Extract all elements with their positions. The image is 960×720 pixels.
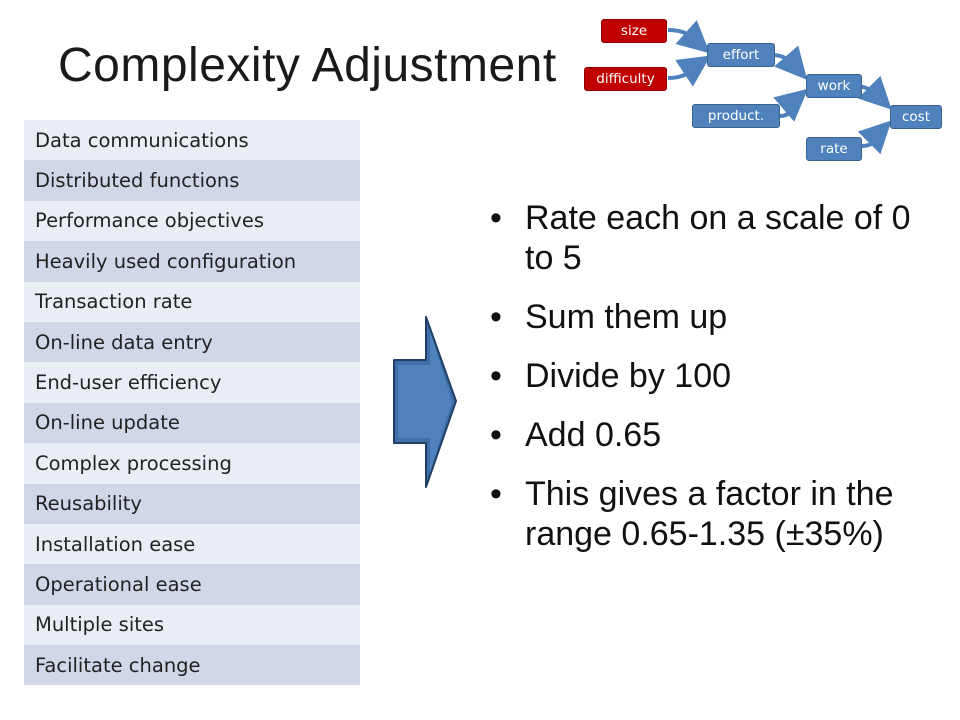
list-item: Add 0.65 [490,415,930,455]
node-cost: cost [890,105,942,129]
list-item: Rate each on a scale of 0 to 5 [490,198,930,278]
factor-cell: Reusability [24,483,360,524]
node-size: size [601,19,667,43]
table-row: End-user efficiency [24,362,360,403]
table-row: Transaction rate [24,281,360,322]
node-effort: effort [707,43,775,67]
factor-cell: Data communications [24,120,360,161]
factor-cell: Heavily used configuration [24,241,360,282]
table-row: Distributed functions [24,160,360,201]
node-work: work [806,74,862,98]
table-row: On-line update [24,402,360,444]
factor-cell: Operational ease [24,564,360,605]
list-item: This gives a factor in the range 0.65-1.… [490,474,930,554]
factor-cell: Performance objectives [24,200,360,242]
list-item: Sum them up [490,297,930,337]
table-row: Operational ease [24,564,360,605]
table-row: Installation ease [24,523,360,565]
node-difficulty: difficulty [584,67,667,91]
table-row: Performance objectives [24,200,360,242]
factor-cell: Multiple sites [24,604,360,646]
table-row: Data communications [24,120,360,161]
connector-effort-work [773,45,808,81]
instruction-list: Rate each on a scale of 0 to 5 Sum them … [490,198,930,573]
connector-difficulty-effort [667,55,711,87]
cost-flow-connectors [667,20,892,155]
slide-title: Complexity Adjustment [58,39,557,92]
list-item: Divide by 100 [490,356,930,396]
table-row: Facilitate change [24,645,360,686]
table-row: Reusability [24,483,360,524]
connector-rate-cost [857,120,892,155]
table-row: On-line data entry [24,321,360,363]
factor-cell: On-line data entry [24,321,360,363]
table-row: Heavily used configuration [24,241,360,282]
node-rate: rate [806,137,862,161]
node-product: product. [692,104,780,128]
table-row: Multiple sites [24,604,360,646]
connector-work-cost [857,75,892,110]
factor-cell: Facilitate change [24,645,360,686]
factor-cell: Transaction rate [24,281,360,322]
factor-cell: Distributed functions [24,160,360,201]
right-arrow-icon [393,316,457,488]
connector-product-work [773,88,809,122]
complexity-factors-table: Data communications Distributed function… [24,120,360,686]
factor-cell: Installation ease [24,523,360,565]
factor-cell: Complex processing [24,443,360,484]
factor-cell: On-line update [24,402,360,444]
connector-size-effort [667,20,710,54]
factor-cell: End-user efficiency [24,362,360,403]
table-row: Complex processing [24,443,360,484]
